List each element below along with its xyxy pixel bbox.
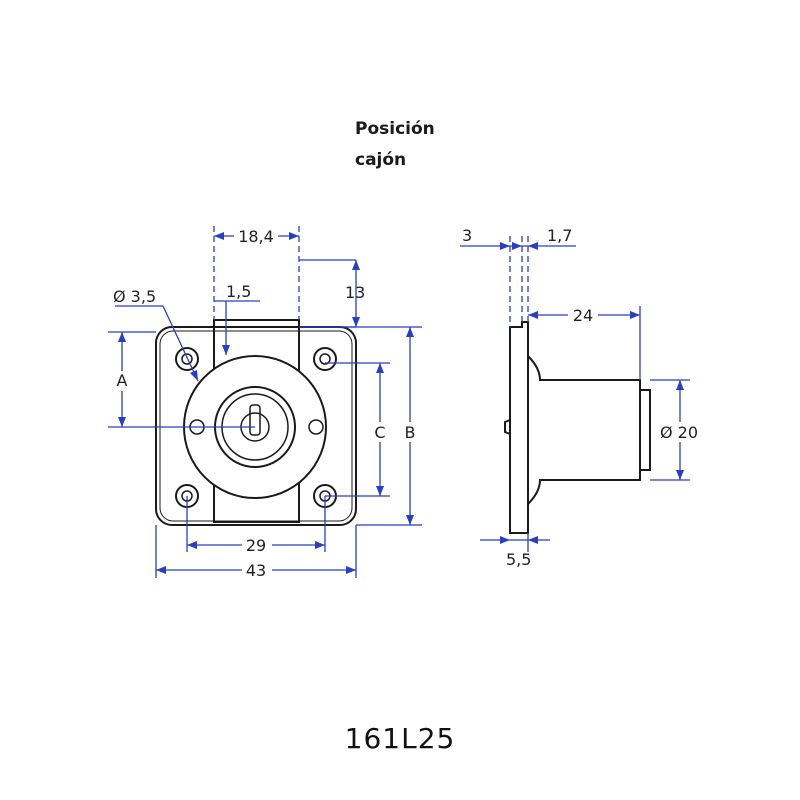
dim-side-3: 3	[462, 226, 472, 245]
dim-slot: 1,5	[226, 282, 251, 301]
keyway	[249, 404, 261, 436]
side-plate	[509, 321, 529, 534]
model-number: 161L25	[344, 722, 456, 755]
side-arrowheads	[500, 242, 684, 544]
hole-top-right	[313, 347, 337, 371]
dim-body-diameter: Ø 20	[660, 423, 698, 442]
side-labels: 3 1,7 24 Ø 20 5,5	[462, 226, 712, 569]
label-b: B	[405, 423, 416, 442]
title-line1: Posición	[355, 119, 435, 139]
dim-body-length: 24	[573, 306, 593, 325]
dim-top-width: 18,4	[238, 227, 274, 246]
dim-hole-spacing: 29	[246, 536, 266, 555]
front-view	[155, 319, 357, 526]
label-a: A	[117, 371, 128, 390]
right-pin	[308, 419, 324, 435]
dim-hole-diameter: Ø 3,5	[113, 287, 156, 306]
title-line2: cajón	[355, 150, 407, 170]
hole-top-left	[175, 347, 199, 371]
dim-plate-depth: 5,5	[506, 550, 531, 569]
side-dimension-lines	[460, 236, 690, 552]
side-view	[504, 321, 651, 534]
side-detent	[504, 419, 511, 435]
side-body	[527, 355, 641, 505]
dim-top-height: 13	[345, 283, 365, 302]
dim-side-1-7: 1,7	[547, 226, 572, 245]
label-c: C	[374, 423, 385, 442]
dim-plate-width: 43	[246, 561, 266, 580]
front-arrowheads	[118, 232, 414, 574]
front-plate-outline	[155, 326, 357, 526]
front-labels: 18,4 1,5 13 Ø 3,5 A C B 29 43	[113, 226, 420, 580]
side-end-cap	[640, 389, 651, 471]
